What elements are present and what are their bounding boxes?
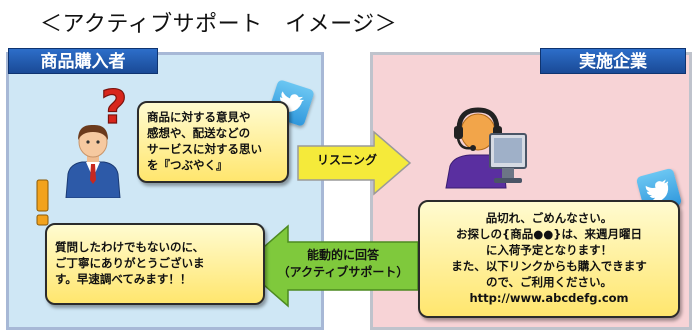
reply-text-line: す。早速調べてみます！！	[55, 272, 192, 286]
tweet-text-line: を『つぶやく』	[147, 158, 228, 172]
reply-text-line: ご丁寧にありがとうございま	[55, 256, 205, 270]
exclamation-mark-icon	[36, 179, 49, 226]
customer-reply-bubble: 質問したわけでもないのに、 ご丁寧にありがとうございま す。早速調べてみます！！	[45, 223, 265, 305]
tweet-text-line: 商品に対する意見や	[147, 110, 251, 124]
twitter-bird-icon	[635, 167, 683, 215]
tweet-speech-bubble: 商品に対する意見や 感想や、配送などの サービスに対する思い を『つぶやく』	[137, 101, 289, 183]
company-panel-label: 実施企業	[540, 48, 686, 74]
svg-text:?: ?	[101, 80, 128, 130]
listening-arrow-label: リスニング	[316, 153, 377, 167]
active-support-label-line1: 能動的に回答	[306, 248, 379, 262]
tweet-text-line: サービスに対する思い	[147, 142, 262, 156]
customer-panel-label: 商品購入者	[8, 48, 158, 74]
response-text-line: 品切れ、ごめんなさい。	[485, 211, 613, 225]
response-text-line: お探しの{商品●●}は、来週月曜日	[456, 227, 642, 241]
response-url: http://www.abcdefg.com	[469, 291, 629, 305]
response-text-line: ので、ご利用ください。	[485, 275, 613, 289]
businessman-icon	[65, 124, 121, 198]
listening-arrow	[297, 130, 412, 196]
response-text-line: また、以下リンクからも購入できます	[451, 259, 647, 273]
active-support-arrow-label: 能動的に回答 （アクティブサポート）	[268, 247, 418, 281]
tweet-text-line: 感想や、配送などの	[147, 126, 251, 140]
reply-text-line: 質問したわけでもないのに、	[55, 240, 205, 254]
page-title: ＜アクティブサポート イメージ＞	[40, 12, 398, 37]
response-text-line: に入荷予定となります！	[485, 243, 613, 257]
support-operator-icon	[445, 107, 527, 189]
question-mark-icon: ?	[100, 80, 128, 130]
active-support-label-line2: （アクティブサポート）	[277, 265, 409, 279]
company-response-bubble: 品切れ、ごめんなさい。 お探しの{商品●●}は、来週月曜日 に入荷予定となります…	[418, 200, 680, 318]
active-support-arrow	[240, 224, 419, 308]
